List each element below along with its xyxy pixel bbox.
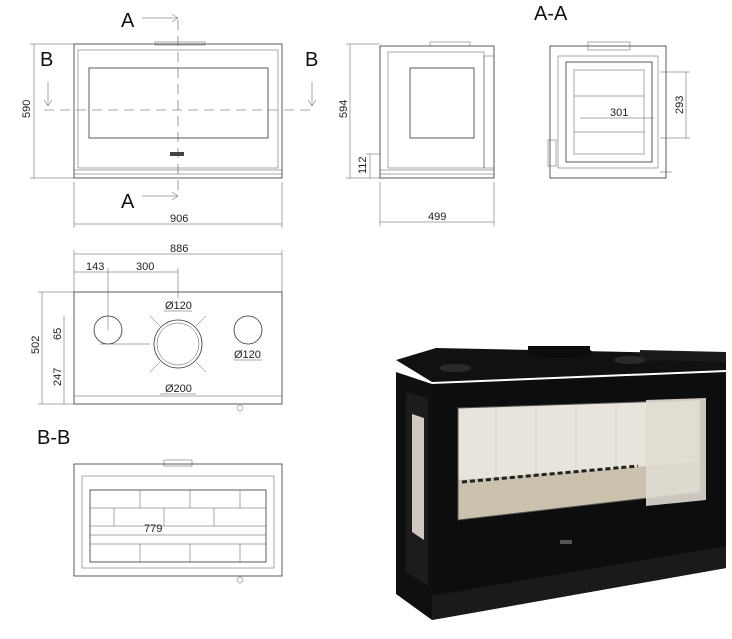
front-width-dim: 906: [170, 213, 188, 225]
right-outlet: [233, 315, 263, 345]
aa-inner-width-dim: 301: [610, 107, 628, 119]
side-depth-dim: 499: [428, 211, 446, 223]
side-base-dim: 112: [357, 156, 369, 174]
side-view: 594 112 499: [338, 41, 495, 226]
front-view: A A B B 590 906: [21, 10, 318, 228]
top-flue-offset-dim: 247: [52, 368, 64, 386]
side-height-dim: 594: [338, 100, 350, 118]
top-overall-width-dim: 886: [170, 243, 188, 255]
top-spacing-dim: 300: [136, 261, 154, 273]
top-small-offset-dim: 65: [52, 328, 64, 340]
section-aa-title: A-A: [534, 3, 568, 25]
flue-collar: [528, 346, 590, 356]
section-bb: B-B 779: [37, 427, 283, 584]
section-a-top-marker: A: [121, 10, 135, 32]
top-view: 886 143 300 502 247 65 Ø120 Ø120 Ø200: [30, 243, 283, 412]
section-b-left-marker: B: [40, 49, 53, 71]
top-depth-dim: 502: [30, 336, 42, 354]
center-flue-outlet: [153, 319, 203, 369]
section-bb-title: B-B: [37, 427, 70, 449]
render-logo: [560, 540, 572, 544]
front-height-dim: 590: [21, 100, 33, 118]
log-grate: [461, 464, 639, 484]
section-a-bottom-marker: A: [121, 191, 135, 213]
center-outlet-label: Ø120: [165, 300, 192, 312]
section-aa: A-A 301 293: [534, 3, 690, 179]
bb-inner-width-dim: 779: [144, 523, 162, 535]
fireplace-render: [396, 346, 726, 620]
firebox-back-wall: [458, 400, 700, 480]
logo-mark: [170, 152, 184, 156]
top-offset-left-dim: 143: [86, 261, 104, 273]
right-outlet-label: Ø120: [234, 349, 261, 361]
aa-inner-height-dim: 293: [674, 96, 686, 114]
flue-diameter-label: Ø200: [165, 383, 192, 395]
section-b-right-marker: B: [305, 49, 318, 71]
